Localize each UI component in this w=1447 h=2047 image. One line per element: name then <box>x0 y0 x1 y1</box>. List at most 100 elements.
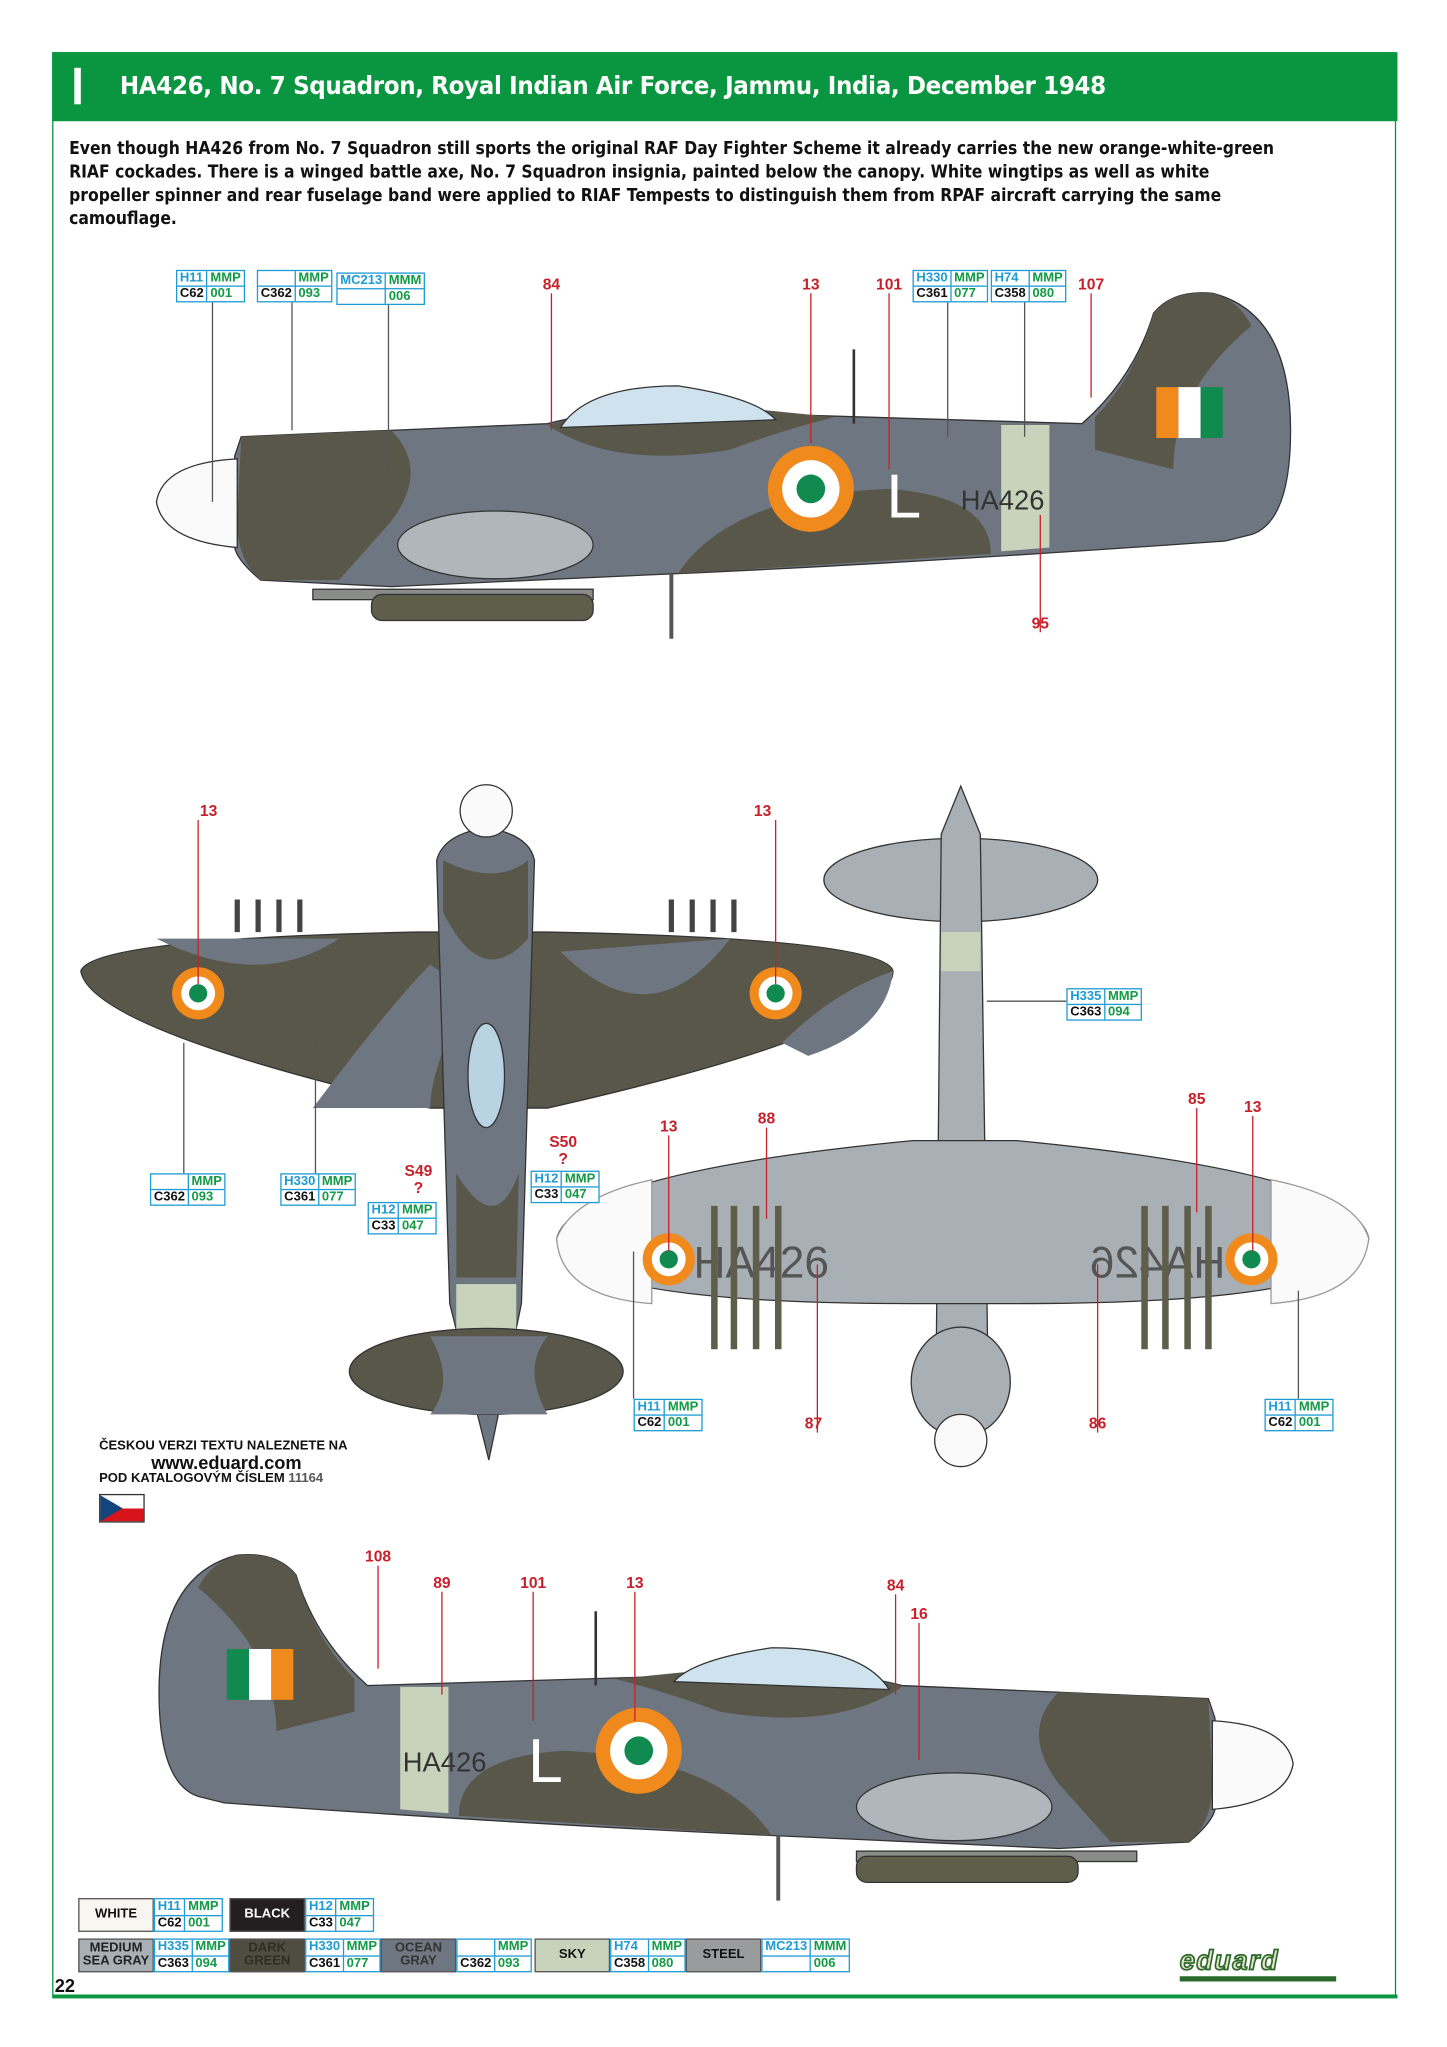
paint-code-brand: MMP <box>1105 989 1141 1006</box>
decal-number-marker: 88 <box>757 1109 776 1128</box>
decal-number-marker: 95 <box>1031 613 1049 633</box>
paint-code-brand: MMP <box>188 1175 225 1191</box>
paint-code-h: H74 <box>611 1939 650 1957</box>
paint-code-n: 047 <box>339 1915 362 1930</box>
paint-code-brand: MMP <box>295 271 332 287</box>
paint-code-n: 077 <box>346 1956 369 1971</box>
decal-number-marker: 85 <box>1187 1089 1206 1109</box>
paint-code-n: 093 <box>298 286 321 302</box>
paint-code-c: C62 <box>635 1415 666 1431</box>
decal-number-marker: 13 <box>802 275 820 294</box>
paint-code-n: 080 <box>651 1956 674 1971</box>
side-profile-left <box>154 290 1293 641</box>
paint-code-brand: MMP <box>951 271 988 287</box>
decal-number-marker: 87 <box>804 1414 823 1433</box>
paint-code-n: 001 <box>210 286 233 302</box>
decal-number-marker: 13 <box>1244 1097 1262 1116</box>
paint-code-brand: MMP <box>649 1940 685 1957</box>
website-link[interactable]: www.eduard.com <box>151 1452 302 1474</box>
paint-code-c: C361 <box>282 1190 320 1205</box>
leader-lines <box>183 293 1300 1760</box>
decal-number-marker: 16 <box>910 1604 928 1623</box>
paint-code-brand: MMP <box>185 1899 222 1916</box>
paint-code-n: 093 <box>497 1956 520 1971</box>
color-swatch: WHITE <box>78 1898 154 1932</box>
paint-code-h: H11 <box>177 271 208 287</box>
paint-code-brand: MMP <box>665 1400 701 1416</box>
decal-number-marker: 101 <box>520 1573 547 1592</box>
paint-code-brand: MMP <box>344 1940 380 1957</box>
paint-code-brand: MMM <box>386 274 424 290</box>
color-swatch: OCEAN GRAY <box>380 1938 457 1973</box>
paint-code-brand: MMP <box>207 271 244 287</box>
description-text: Even though HA426 from No. 7 Squadron st… <box>69 139 1275 230</box>
decal-number-marker: 84 <box>886 1576 905 1595</box>
decal-number-marker: 86 <box>1088 1414 1107 1433</box>
decal-number-marker: 13 <box>753 801 772 820</box>
decal-number-marker: 107 <box>1078 275 1105 294</box>
czech-note-line3: POD KATALOGOVÝM ČÍSLEM <box>99 1471 285 1487</box>
paint-code-brand: MMP <box>562 1172 598 1188</box>
color-swatch: BLACK <box>229 1898 306 1932</box>
decal-number-marker: 89 <box>433 1573 451 1592</box>
paint-code-h <box>151 1174 189 1191</box>
paint-code-c: C362 <box>258 286 296 302</box>
eduard-logo: eduard <box>1179 1947 1337 1982</box>
paint-code-h: H335 <box>1067 989 1106 1006</box>
paint-code-c: C33 <box>306 1915 337 1931</box>
paint-code-h: H335 <box>155 1939 193 1957</box>
paint-code-c: C362 <box>151 1190 189 1205</box>
bottom-rule <box>52 1994 1398 1999</box>
paint-code-h: H12 <box>531 1171 563 1188</box>
paint-code-c: C361 <box>914 286 952 302</box>
color-swatch: DARK GREEN <box>229 1938 306 1973</box>
paint-code-c: C361 <box>306 1956 345 1972</box>
paint-code-n: 006 <box>388 289 411 304</box>
color-swatch: SKY <box>534 1938 611 1973</box>
paint-code-n: 094 <box>195 1956 218 1971</box>
roundel-wing-upper <box>172 967 802 1020</box>
decal-number-marker: S50 ? <box>549 1132 578 1169</box>
paint-code-c: C62 <box>155 1915 186 1931</box>
paint-code-c: C62 <box>1266 1415 1297 1431</box>
paint-code-c <box>763 1956 812 1972</box>
code-letter: L <box>886 462 921 532</box>
paint-code-brand: MMP <box>319 1175 355 1191</box>
serial-fuselage: HA426 <box>961 485 1045 516</box>
paint-code-c: C62 <box>177 286 208 302</box>
code-letter-right: L <box>528 1726 563 1796</box>
paint-code-c: C363 <box>155 1956 193 1972</box>
page-number: 22 <box>54 1974 76 1996</box>
paint-code-c: C33 <box>532 1187 563 1202</box>
decal-number-marker: 13 <box>626 1573 644 1592</box>
paint-code-c <box>338 289 387 304</box>
paint-code-h <box>258 271 296 287</box>
decal-number-marker: S49 ? <box>404 1161 433 1197</box>
top-view <box>80 784 894 1461</box>
paint-code-h: H11 <box>1265 1400 1297 1416</box>
page-title: HA426, No. 7 Squadron, Royal Indian Air … <box>119 71 1106 101</box>
paint-code-c: C33 <box>369 1218 400 1234</box>
paint-code-h: H330 <box>913 271 952 287</box>
